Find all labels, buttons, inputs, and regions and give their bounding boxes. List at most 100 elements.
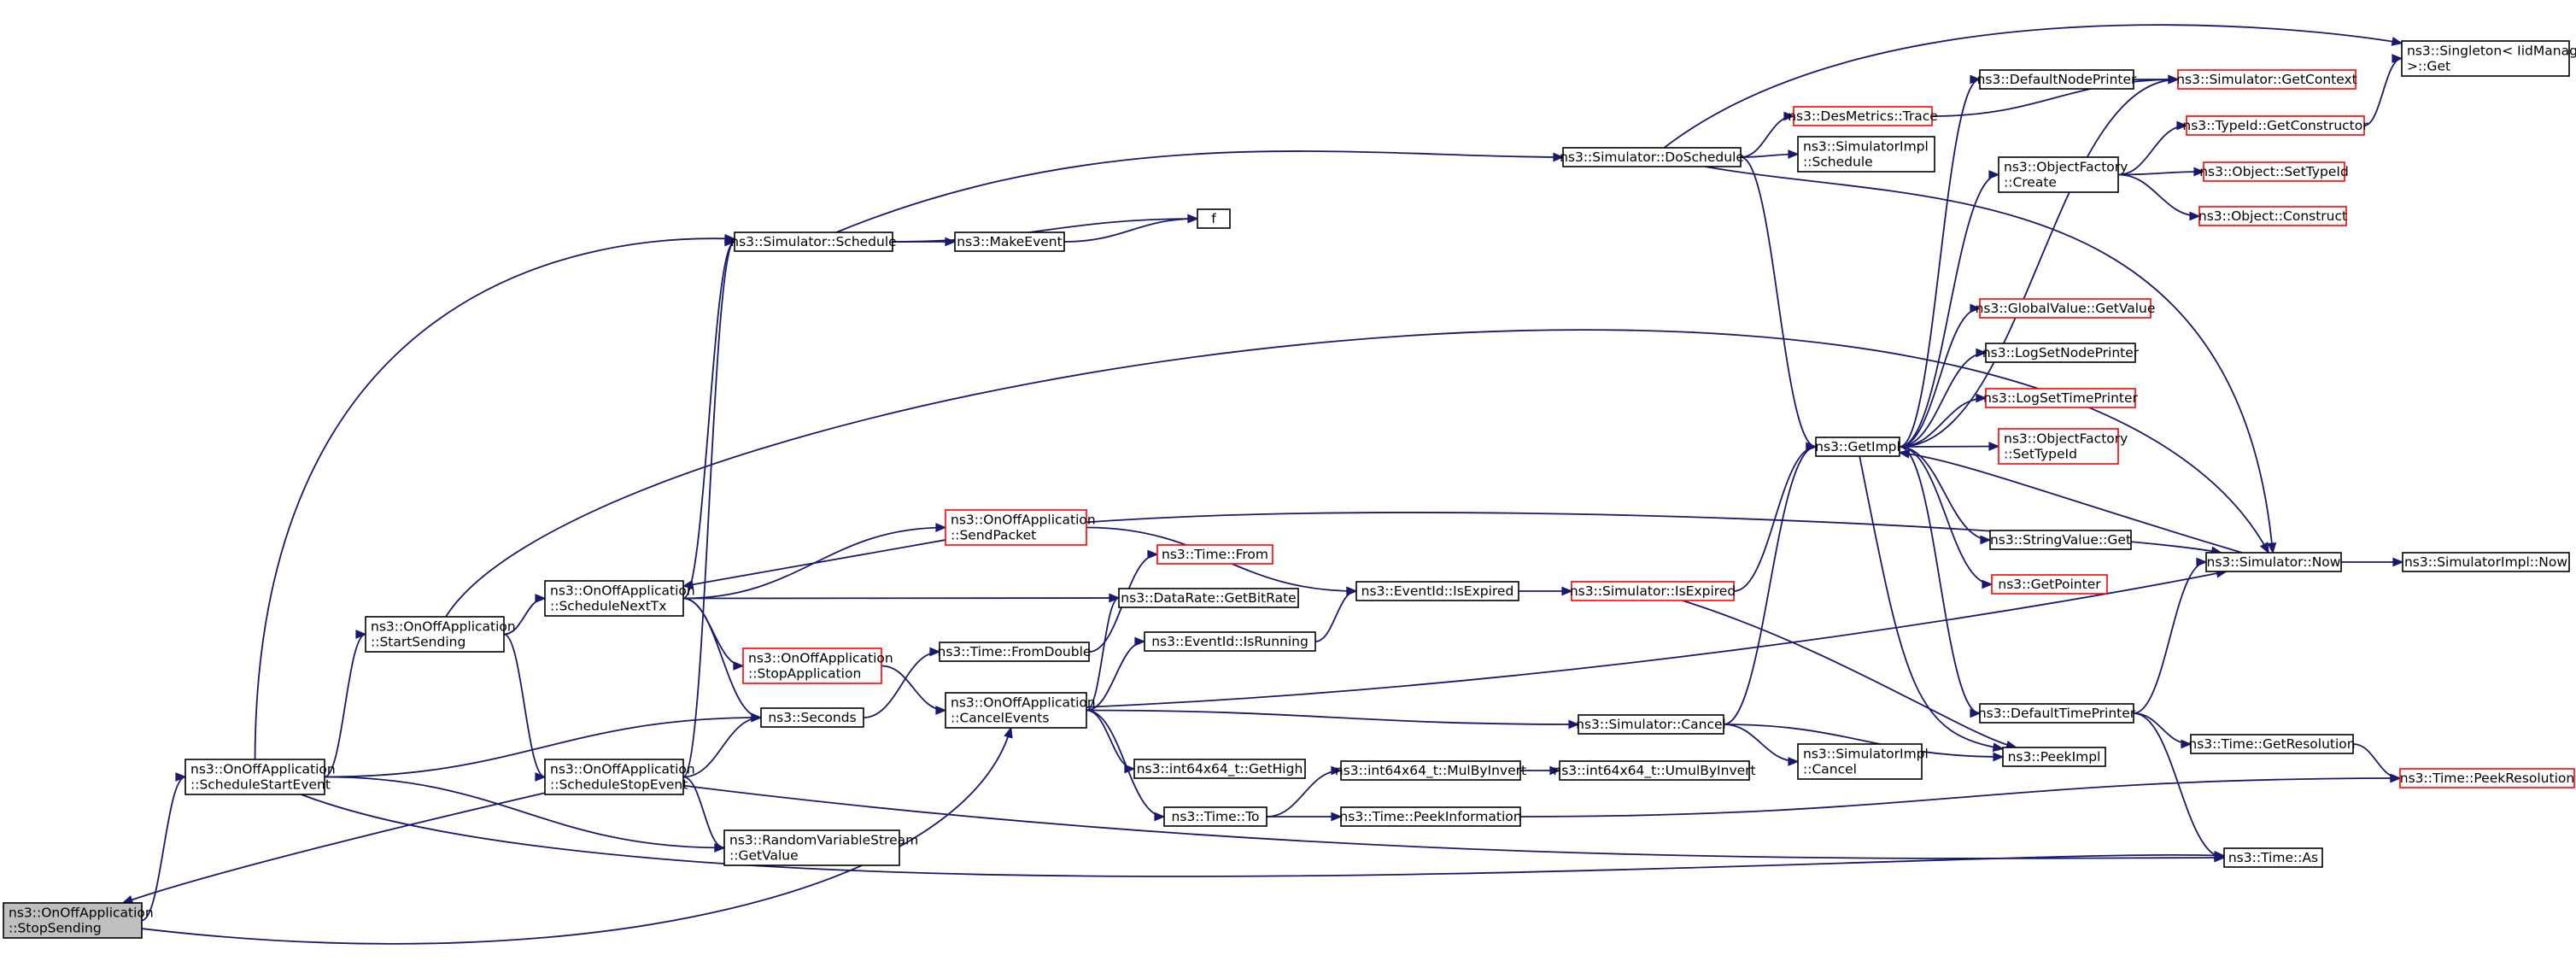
edge-getImpl-to-getPointer: [1899, 446, 1993, 585]
node-label: ns3::OnOffApplication: [371, 619, 516, 635]
node-label: ::ScheduleNextTx: [550, 599, 666, 614]
node-desMetricsTrace[interactable]: ns3::DesMetrics::Trace: [1788, 106, 1938, 126]
arrowhead-typeIdGetConstructor: [2176, 120, 2188, 131]
edge-simIsExpired-to-peekImpl: [1682, 600, 2017, 748]
node-box: [1797, 743, 1923, 780]
edge-scheduleStartEvent-to-startSending: [324, 633, 366, 778]
nodes-layer: ns3::OnOffApplication::StopSendingns3::O…: [3, 40, 2576, 939]
edge-makeEvent-to-f: [1063, 218, 1198, 243]
node-label: ns3::Time::As: [2228, 850, 2318, 865]
node-label: ns3::LogSetTimePrinter: [1983, 390, 2138, 406]
node-label: ::ScheduleStopEvent: [550, 777, 688, 793]
edge-getImpl-to-defaultTimePrinter: [1899, 446, 1981, 714]
node-label: ::GetValue: [729, 848, 799, 864]
arrowhead-makeEvent: [945, 237, 957, 247]
node-simImplNow: ns3::SimulatorImpl::Now: [2402, 552, 2570, 572]
edge-doSchedule-to-getImpl: [1740, 156, 1817, 448]
edge-scheduleNextTx-to-getBitRate: [682, 597, 1120, 600]
arrowhead-singletonGet: [2392, 54, 2403, 63]
node-timePeekResolution[interactable]: ns3::Time::PeekResolution: [2399, 768, 2575, 788]
edge-simSchedule-to-doSchedule: [835, 150, 1564, 233]
node-box: [1562, 147, 1742, 167]
node-box: [1985, 343, 2136, 363]
arrowhead-rvsGetValue: [714, 843, 726, 853]
arrowhead-simImplCancel: [1788, 757, 1800, 766]
node-objFactorySetTypeId[interactable]: ns3::ObjectFactory::SetTypeId: [1998, 428, 2128, 465]
node-box: [2198, 206, 2347, 226]
edge-doSchedule-to-desMetricsTrace: [1740, 115, 1794, 158]
node-getPointer[interactable]: ns3::GetPointer: [1991, 574, 2108, 595]
node-label: ns3::EventId::IsRunning: [1151, 634, 1308, 649]
node-box: [1979, 298, 2152, 319]
node-label: ::Create: [2004, 175, 2057, 190]
edge-scheduleNextTx-to-stopApplication: [682, 597, 744, 667]
node-label: ns3::Seconds: [768, 710, 856, 725]
edge-objFactoryCreate-to-typeIdGetConstructor: [2117, 125, 2187, 176]
node-objectConstruct[interactable]: ns3::Object::Construct: [2198, 206, 2347, 226]
node-box: [2223, 847, 2323, 868]
node-box: [2002, 747, 2106, 767]
node-makeEvent: ns3::MakeEvent: [954, 231, 1065, 252]
node-box: [1815, 437, 1900, 457]
node-label: ::StartSending: [371, 635, 465, 650]
node-timeFrom[interactable]: ns3::Time::From: [1156, 544, 1273, 565]
edge-stopSending-to-scheduleStartEvent: [141, 776, 186, 922]
edge-simCancel-to-getImpl: [1723, 446, 1817, 725]
node-sendPacket[interactable]: ns3::OnOffApplication::SendPacket: [945, 509, 1096, 546]
node-box: [1156, 544, 1273, 565]
node-box: [2205, 552, 2342, 572]
edge-getImpl-to-logSetNodePrinter: [1899, 352, 1987, 448]
arrowhead-peekInformation: [1331, 812, 1343, 822]
arrowhead-eventIsExpired: [1346, 586, 1358, 596]
node-label: ns3::OnOffApplication: [951, 513, 1096, 528]
edges-layer: [121, 24, 2404, 945]
node-label: ::StopApplication: [748, 666, 861, 682]
arrowhead-objectConstruct: [2189, 211, 2201, 221]
node-singletonGet: ns3::Singleton< IidManager>::Get: [2401, 40, 2576, 77]
node-label: ns3::OnOffApplication: [9, 905, 154, 921]
node-stopApplication[interactable]: ns3::OnOffApplication::StopApplication: [742, 648, 893, 684]
arrowhead-logSetTimePrinter: [1976, 393, 1988, 403]
node-label: ::CancelEvents: [951, 711, 1049, 726]
edge-simCancel-to-peekImpl: [1723, 724, 2004, 758]
node-box: [2399, 768, 2575, 788]
node-label: ::Schedule: [1803, 155, 1873, 170]
node-logSetNodePrinter: ns3::LogSetNodePrinter: [1982, 343, 2140, 363]
node-umulByInvert: ns3::int64x64_t::UmulByInvert: [1553, 760, 1756, 781]
arrowhead-objectSetTypeId: [2193, 167, 2205, 177]
node-box: [544, 759, 684, 795]
node-mulByInvert: ns3::int64x64_t::MulByInvert: [1335, 760, 1526, 781]
node-label: ::SetTypeId: [2004, 447, 2077, 462]
node-box: [1797, 136, 1935, 173]
node-box: [1197, 208, 1231, 229]
edge-scheduleNextTx-to-simSchedule: [682, 241, 735, 600]
node-box: [2401, 40, 2570, 77]
arrowhead-simNow: [2259, 542, 2269, 554]
node-label: ns3::Time::GetResolution: [2188, 736, 2355, 752]
node-objectSetTypeId[interactable]: ns3::Object::SetTypeId: [2199, 161, 2349, 182]
node-globalValueGetValue[interactable]: ns3::GlobalValue::GetValue: [1976, 298, 2156, 319]
node-f: f: [1197, 208, 1231, 229]
node-logSetTimePrinter[interactable]: ns3::LogSetTimePrinter: [1983, 388, 2139, 408]
node-box: [1559, 760, 1750, 781]
edge-stopSending-to-cancelEvents: [141, 727, 1012, 945]
node-box: [1979, 69, 2134, 90]
node-simIsExpired[interactable]: ns3::Simulator::IsExpired: [1570, 581, 1736, 601]
node-simGetContext[interactable]: ns3::Simulator::GetContext: [2176, 69, 2357, 90]
node-label: ns3::TypeId::GetConstructor: [2182, 118, 2368, 133]
edge-cancelEvents-to-timeTo: [1086, 709, 1165, 818]
node-defaultNodePrinter: ns3::DefaultNodePrinter: [1977, 69, 2137, 90]
arrowhead-timeFrom: [1147, 549, 1159, 560]
edge-getImpl-to-simGetContext: [1899, 79, 2179, 448]
node-typeIdGetConstructor[interactable]: ns3::TypeId::GetConstructor: [2182, 115, 2368, 136]
node-box: [742, 648, 882, 684]
node-box: [3, 902, 143, 939]
node-label: ns3::int64x64_t::MulByInvert: [1335, 763, 1526, 779]
node-label: ns3::OnOffApplication: [748, 651, 893, 666]
node-stopSending: ns3::OnOffApplication::StopSending: [3, 902, 154, 939]
node-label: >::Get: [2407, 59, 2450, 74]
node-box: [365, 616, 505, 653]
node-box: [2186, 115, 2365, 136]
node-simNow: ns3::Simulator::Now: [2205, 552, 2342, 572]
